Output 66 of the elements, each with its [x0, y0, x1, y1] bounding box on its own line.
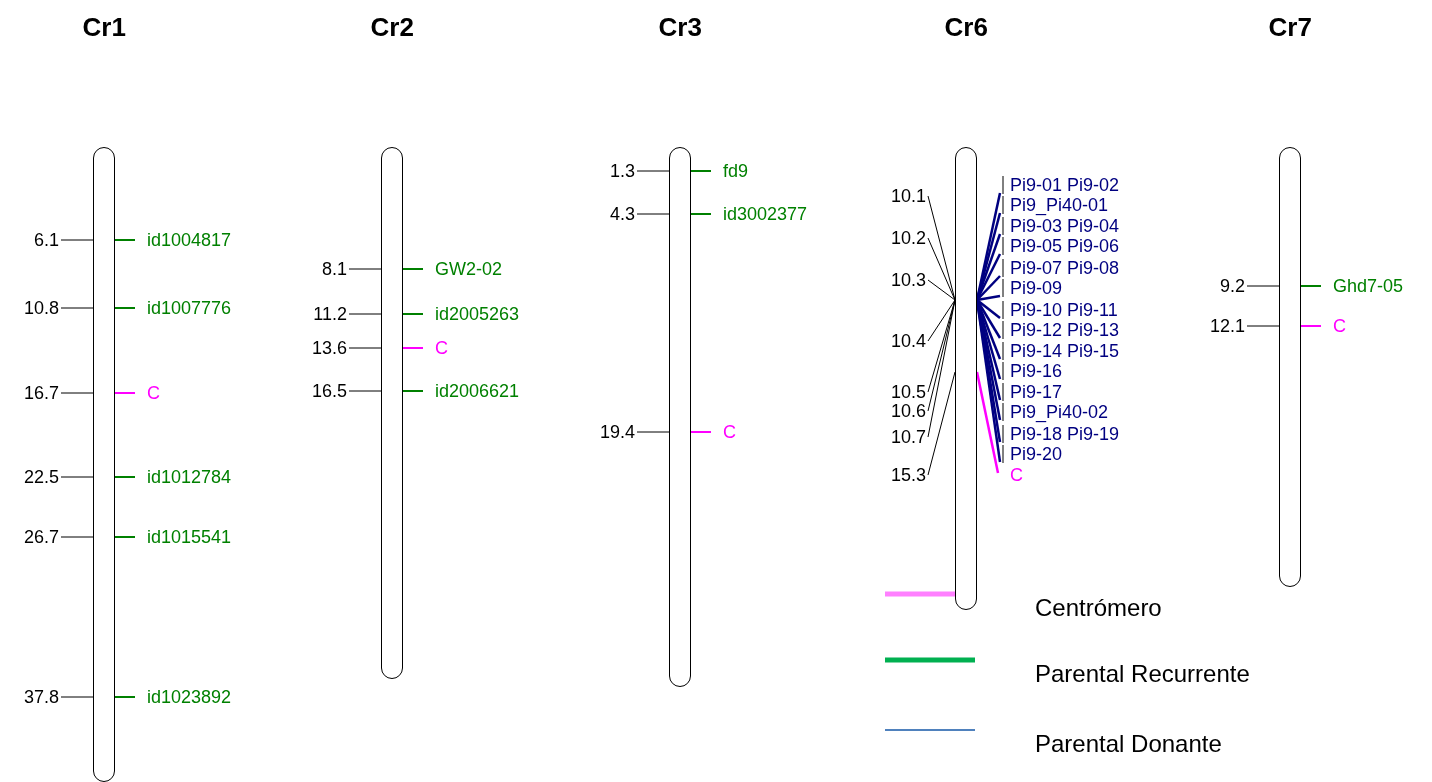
position-label: 16.5: [311, 381, 347, 401]
marker-label: id1007776: [147, 298, 232, 318]
marker-label: C: [435, 338, 448, 358]
marker-label: Pi9_Pi40-02: [1010, 402, 1109, 422]
position-label: 10.1: [890, 186, 926, 206]
position-label: 15.3: [890, 465, 926, 485]
position-label: 16.7: [23, 383, 59, 403]
marker-label: C: [147, 383, 160, 403]
position-label: 10.2: [890, 228, 926, 248]
chromosome-bar: [381, 147, 403, 679]
chromosome-bar: [669, 147, 691, 687]
marker-label: Pi9-16: [1010, 361, 1063, 381]
marker-label: C: [723, 422, 736, 442]
position-label: 12.1: [1209, 316, 1245, 336]
marker-label: Pi9-03 Pi9-04: [1010, 216, 1120, 236]
position-label: 37.8: [23, 687, 59, 707]
position-label: 10.8: [23, 298, 59, 318]
chromosome-bar: [93, 147, 115, 782]
marker-label: Ghd7-05: [1333, 276, 1404, 296]
position-label: 10.5: [890, 382, 926, 402]
marker-label: Pi9-17: [1010, 382, 1063, 402]
chromosome-title: Cr3: [658, 12, 702, 43]
position-label: 10.6: [890, 401, 926, 421]
position-label: 13.6: [311, 338, 347, 358]
marker-label: Pi9-20: [1010, 444, 1063, 464]
position-label: 19.4: [599, 422, 635, 442]
position-label: 4.3: [609, 204, 635, 224]
marker-label: id2005263: [435, 304, 520, 324]
position-label: 8.1: [321, 259, 347, 279]
marker-label: id1012784: [147, 467, 232, 487]
chromosome-title: Cr6: [944, 12, 988, 43]
legend-label: Parental Recurrente: [1035, 660, 1250, 688]
chromosome-title: Cr7: [1268, 12, 1312, 43]
marker-label: id1004817: [147, 230, 232, 250]
marker-label: Pi9-10 Pi9-11: [1010, 300, 1118, 320]
legend-label: Parental Donante: [1035, 730, 1222, 758]
legend-label: Centrómero: [1035, 594, 1162, 622]
marker-label: GW2-02: [435, 259, 503, 279]
position-label: 6.1: [33, 230, 59, 250]
marker-label: Pi9-05 Pi9-06: [1010, 236, 1120, 256]
marker-label: id3002377: [723, 204, 808, 224]
chromosome-title: Cr2: [370, 12, 414, 43]
position-label: 22.5: [23, 467, 59, 487]
marker-label: C: [1010, 465, 1023, 485]
marker-label: C: [1333, 316, 1346, 336]
chromosome-bar: [955, 147, 977, 610]
marker-label: id2006621: [435, 381, 520, 401]
position-label: 26.7: [23, 527, 59, 547]
marker-label: Pi9-01 Pi9-02: [1010, 175, 1120, 195]
marker-label: id1015541: [147, 527, 232, 547]
position-label: 10.4: [890, 331, 926, 351]
marker-label: fd9: [723, 161, 749, 181]
position-label: 10.7: [890, 427, 926, 447]
chromosome-bar: [1279, 147, 1301, 587]
position-label: 1.3: [609, 161, 635, 181]
marker-label: Pi9_Pi40-01: [1010, 195, 1109, 215]
marker-label: Pi9-07 Pi9-08: [1010, 258, 1120, 278]
chromosome-title: Cr1: [82, 12, 126, 43]
position-label: 10.3: [890, 270, 926, 290]
position-label: 11.2: [313, 304, 347, 324]
marker-label: id1023892: [147, 687, 232, 707]
marker-label: Pi9-09: [1010, 278, 1063, 298]
marker-label: Pi9-18 Pi9-19: [1010, 424, 1120, 444]
marker-label: Pi9-14 Pi9-15: [1010, 341, 1120, 361]
position-label: 9.2: [1219, 276, 1245, 296]
marker-label: Pi9-12 Pi9-13: [1010, 320, 1120, 340]
